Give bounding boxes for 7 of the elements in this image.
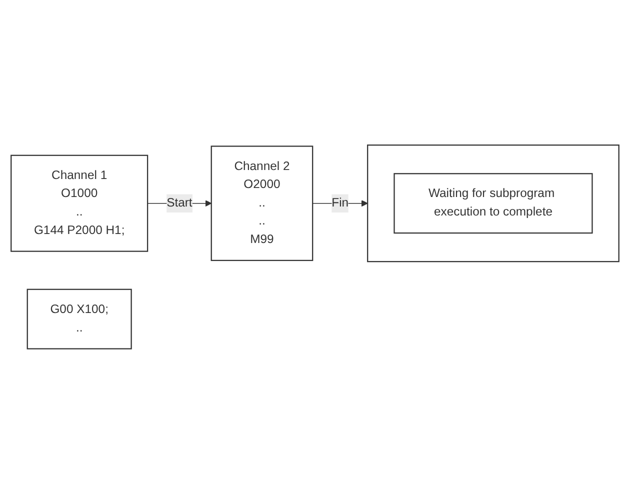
cluster — [367, 144, 620, 262]
node-box: G00 X100; .. — [26, 288, 132, 350]
edge-label: Fin — [332, 196, 349, 210]
node-box: Waiting for subprogram execution to complete — [394, 173, 593, 234]
edge-label: Start — [166, 196, 192, 210]
node-box: Channel 2 O2000 .. .. M99 — [210, 146, 314, 262]
node-box: Channel 1 O1000 .. G144 P2000 H1; — [10, 154, 148, 252]
